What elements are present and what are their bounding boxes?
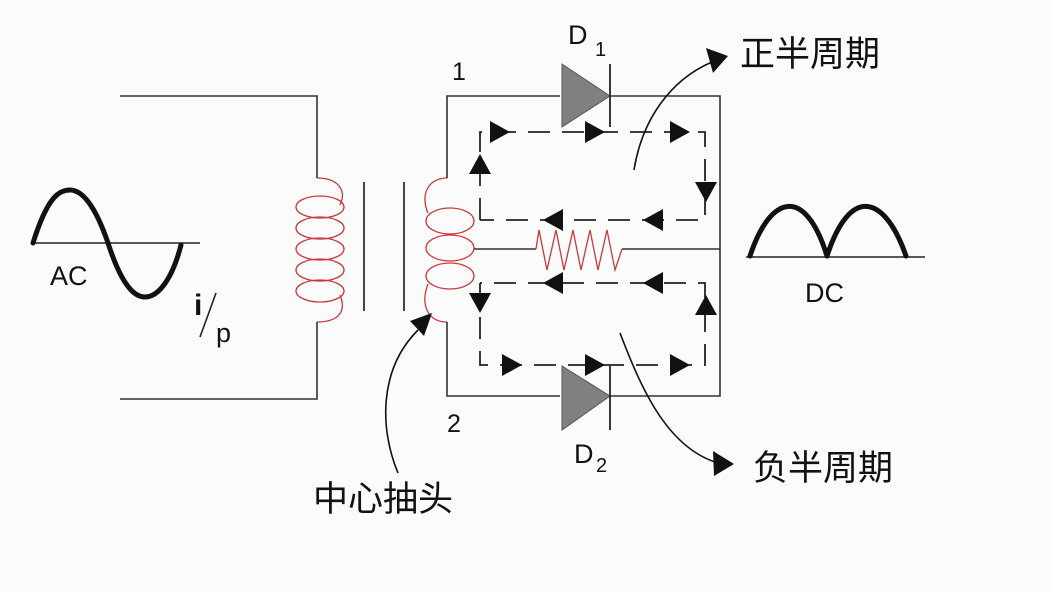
arrow-left-icon	[543, 272, 563, 294]
positive-callout-arrow-icon	[706, 48, 728, 73]
d2-label: D	[574, 439, 594, 469]
arrow-left-icon	[643, 272, 663, 294]
center-tap-callout-line	[385, 329, 419, 474]
arrow-right-icon	[670, 121, 690, 143]
d2-subscript: 2	[596, 455, 607, 477]
dc-output-wave	[746, 204, 925, 259]
negative-half-cycle-path	[469, 272, 717, 376]
arrow-right-icon	[585, 354, 605, 376]
output-rail	[610, 95, 721, 397]
secondary-bottom-wire	[446, 322, 560, 397]
dc-hump-1	[747, 204, 830, 259]
load-resistor	[535, 229, 623, 273]
ip-i-label: i	[194, 289, 202, 322]
dc-label: DC	[805, 278, 844, 308]
diode-d1	[561, 63, 611, 128]
ip-p-label: p	[216, 318, 231, 348]
arrow-right-icon	[670, 354, 690, 376]
positive-half-cycle-path	[469, 121, 717, 231]
ip-slash	[199, 292, 217, 338]
ac-sine-curve	[30, 187, 184, 300]
negative-callout-line	[619, 332, 716, 463]
positive-half-cycle-label: 正半周期	[740, 35, 880, 75]
d1-subscript: 1	[595, 39, 606, 61]
arrow-right-icon	[585, 121, 605, 143]
ac-source-wave	[30, 187, 200, 300]
primary-bottom-wire	[120, 322, 318, 400]
negative-half-cycle-label: 负半周期	[753, 449, 893, 489]
arrow-up-icon	[469, 154, 491, 174]
d1-label: D	[568, 20, 588, 50]
node-1-label: 1	[452, 58, 466, 86]
positive-callout-line	[633, 61, 713, 171]
arrow-left-icon	[643, 209, 663, 231]
center-tap-label: 中心抽头	[313, 480, 453, 520]
center-tap-callout-arrow-icon	[410, 313, 432, 336]
ac-label: AC	[50, 261, 88, 291]
dc-hump-2	[824, 204, 909, 259]
arrow-up-icon	[695, 295, 717, 315]
negative-callout-arrow-icon	[713, 451, 734, 476]
secondary-winding	[424, 177, 475, 323]
arrow-right-icon	[502, 354, 522, 376]
node-2-label: 2	[447, 410, 461, 438]
arrow-left-icon	[543, 209, 563, 231]
diode-d2	[561, 365, 611, 431]
arrow-down-icon	[695, 182, 717, 202]
primary-top-wire	[120, 95, 318, 178]
arrow-right-icon	[490, 121, 510, 143]
primary-winding	[295, 177, 345, 323]
secondary-top-wire	[446, 95, 560, 178]
arrow-down-icon	[469, 293, 491, 313]
